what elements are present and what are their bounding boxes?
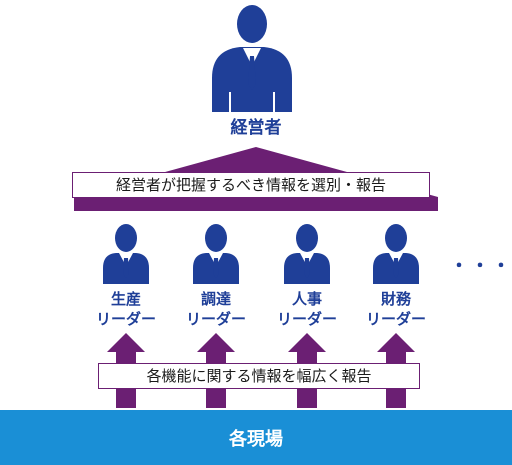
ceo-person-icon — [212, 5, 292, 112]
ceo-label: 経営者 — [230, 118, 282, 138]
base-bar: 各現場 — [0, 410, 512, 465]
leader-icon-finance — [373, 224, 419, 284]
leader-icon-hr — [284, 224, 330, 284]
base-label: 各現場 — [229, 428, 283, 450]
leader-label-hr: 人事 リーダー — [267, 289, 347, 329]
leader-dept: 調達 — [200, 290, 231, 308]
leader-icon-procurement — [193, 224, 239, 284]
leader-label-finance: 財務 リーダー — [356, 289, 436, 329]
more-ellipsis: ・・・ — [450, 256, 512, 277]
leader-role: リーダー — [276, 310, 337, 328]
mid-banner: 各機能に関する情報を幅広く報告 — [98, 363, 420, 389]
top-banner: 経営者が把握するべき情報を選別・報告 — [72, 172, 430, 198]
leader-dept: 人事 — [291, 290, 322, 308]
leader-role: リーダー — [365, 310, 426, 328]
leader-dept: 財務 — [380, 290, 411, 308]
leader-label-production: 生産 リーダー — [86, 289, 166, 329]
leader-role: リーダー — [185, 310, 246, 328]
leader-label-procurement: 調達 リーダー — [176, 289, 256, 329]
leader-icon-production — [103, 224, 149, 284]
leader-role: リーダー — [95, 310, 156, 328]
leader-dept: 生産 — [110, 290, 141, 308]
